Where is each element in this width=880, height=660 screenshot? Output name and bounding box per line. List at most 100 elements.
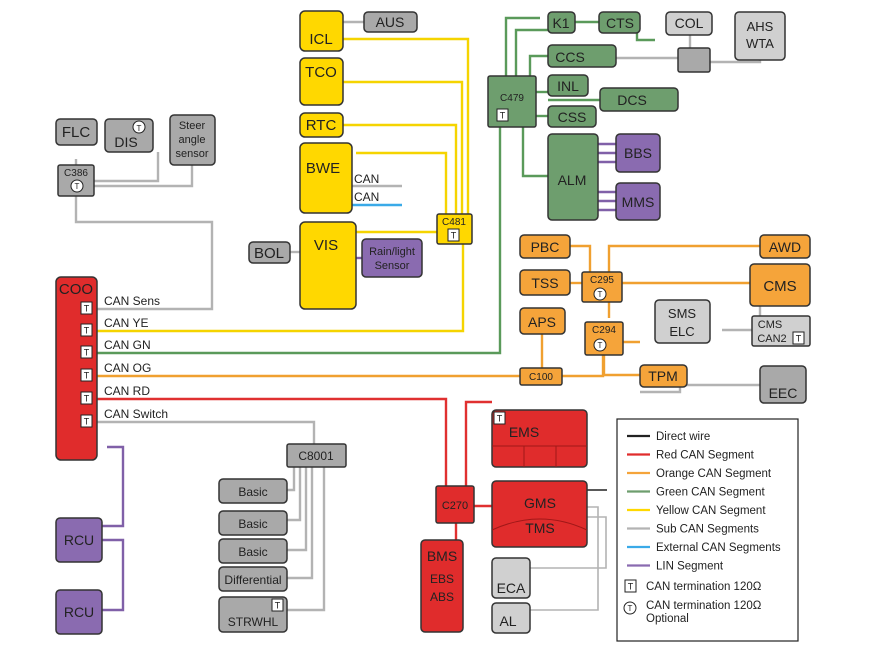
gms-box <box>491 480 588 548</box>
basic-3-box <box>218 538 288 564</box>
legend-termination-icon <box>624 579 637 593</box>
eca-box <box>491 557 531 599</box>
cms-can2-bottom-label: CAN2 <box>757 333 786 345</box>
ahs-label: AHS <box>747 19 774 34</box>
sensor-label: Sensor <box>375 260 410 272</box>
bwe-can-grey-label: CAN <box>354 172 379 186</box>
c295-label: C295 <box>590 275 614 286</box>
bms-box <box>420 539 464 633</box>
coo-t: T <box>84 371 90 381</box>
differential-box <box>218 566 288 592</box>
strwhl-t: T <box>275 601 281 611</box>
sms-label: SMS <box>668 306 697 321</box>
inl-box <box>547 74 589 97</box>
coo-termination-icon <box>80 368 93 382</box>
c481-t: T <box>451 231 457 241</box>
vis-box <box>299 221 357 310</box>
basic-1-box <box>218 478 288 504</box>
rtc-label: RTC <box>306 117 337 134</box>
bwe-can-blue-label: CAN <box>354 190 379 204</box>
bms-label: BMS <box>427 548 457 564</box>
sensor-label: sensor <box>175 148 208 160</box>
strwhl-label: STRWHL <box>228 615 279 629</box>
legend-optional-label: Optional <box>646 613 689 625</box>
awd-box <box>759 234 811 259</box>
mms-label: MMS <box>622 194 655 210</box>
coo-t: T <box>84 417 90 427</box>
legend-t: T <box>628 582 634 592</box>
coo-termination-icon <box>80 323 93 337</box>
tpm-label: TPM <box>648 368 678 384</box>
c100-label: C100 <box>529 372 553 383</box>
c386-label: C386 <box>64 168 88 179</box>
differential-label: Differential <box>224 573 281 587</box>
alm-box <box>547 133 599 221</box>
legend-label: External CAN Segments <box>656 542 781 554</box>
dis-label: DIS <box>114 134 137 150</box>
grey-sens-nodes: FLC T DIS Steer angle sensor C386 T <box>55 114 216 197</box>
coo-port-label: CAN GN <box>104 338 151 352</box>
bbs-label: BBS <box>624 145 652 161</box>
coo-t: T <box>84 348 90 358</box>
rcu-2-label: RCU <box>64 604 94 620</box>
basic-2-label: Basic <box>238 517 267 531</box>
cms-box <box>749 263 811 307</box>
steer-angle-sensor-box <box>169 114 216 166</box>
coo-termination-icon <box>80 301 93 315</box>
aus-label: AUS <box>376 14 405 30</box>
tco-label: TCO <box>305 64 337 81</box>
basic-1-label: Basic <box>238 485 267 499</box>
eec-box <box>759 365 807 404</box>
legend-label: LIN Segment <box>656 561 724 573</box>
ccs-label: CCS <box>555 49 585 65</box>
bbs-box <box>615 133 661 173</box>
legend-label: Direct wire <box>656 431 710 443</box>
c294-label: C294 <box>592 325 616 336</box>
strwhl-termination-icon <box>271 598 284 612</box>
eca-label: ECA <box>497 580 526 596</box>
dcs-label: DCS <box>617 92 647 108</box>
awd-label: AWD <box>769 239 801 255</box>
col-splice-box <box>677 47 711 73</box>
pbc-box <box>519 234 571 259</box>
eec-label: EEC <box>769 385 798 401</box>
c479-t: T <box>500 111 506 121</box>
col-box <box>665 11 713 36</box>
css-label: CSS <box>558 109 587 125</box>
coo-termination-icon <box>80 414 93 428</box>
cts-box <box>598 11 641 34</box>
ems-termination-icon <box>493 411 506 425</box>
coo-port-label: CAN Sens <box>104 294 160 308</box>
c386-t: T <box>75 182 80 191</box>
k1-box <box>547 11 576 34</box>
coo-termination-icon <box>80 345 93 359</box>
al-label: AL <box>499 613 516 629</box>
rain-light-label: Rain/light <box>369 246 415 258</box>
legend-label: Red CAN Segment <box>656 450 755 462</box>
tss-box <box>519 269 571 296</box>
rcu-1-box <box>55 517 103 563</box>
flc-label: FLC <box>62 124 91 141</box>
legend-termination-label: CAN termination 120Ω <box>646 581 762 593</box>
elc-label: ELC <box>669 324 694 339</box>
legend-termination-optional-label: CAN termination 120Ω <box>646 600 762 612</box>
c8001-nodes: C8001 Basic Basic Basic Differential T S… <box>218 443 347 633</box>
ccs-box <box>547 44 617 68</box>
steer-label: Steer <box>179 120 206 132</box>
c295-box <box>581 271 623 303</box>
cms-can2-termination-icon <box>792 331 805 345</box>
c386-termination-optional-icon <box>70 179 84 193</box>
coo-termination-icon <box>80 391 93 405</box>
tss-label: TSS <box>531 275 558 291</box>
c481-label: C481 <box>442 217 466 228</box>
aps-box <box>519 307 566 335</box>
aus-box <box>363 11 418 33</box>
wta-label: WTA <box>746 36 774 51</box>
coo-t: T <box>84 326 90 336</box>
vis-label: VIS <box>314 237 338 254</box>
